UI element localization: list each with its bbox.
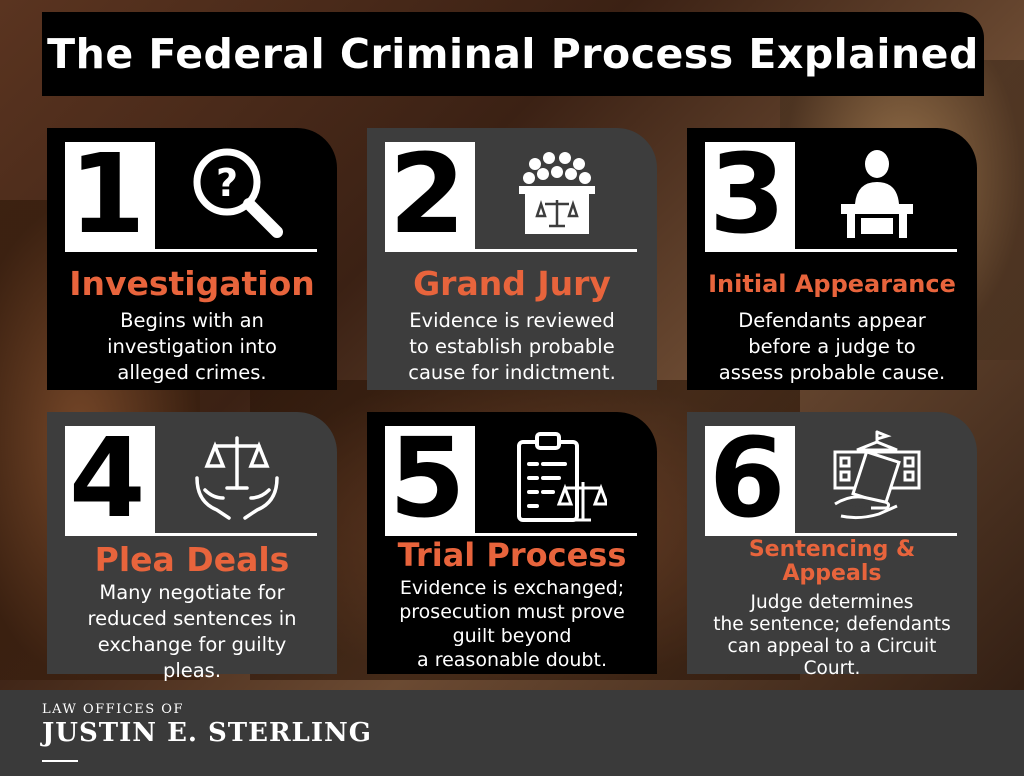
step-divider bbox=[385, 533, 637, 536]
appeal-documents-icon bbox=[833, 430, 921, 520]
step-card-4: 4 Plea Deals Many negotiate for reduced … bbox=[47, 412, 337, 682]
desc-line: guilt beyond bbox=[452, 625, 572, 647]
magnifier-question-icon: ? bbox=[193, 148, 283, 238]
step-number: 1 bbox=[69, 130, 146, 258]
desc-line: a reasonable doubt. bbox=[417, 649, 607, 671]
desc-line: Begins with an bbox=[120, 309, 264, 332]
step-number-box bbox=[65, 426, 155, 534]
desc-line: pleas. bbox=[162, 659, 222, 682]
footer: LAW OFFICES OF JUSTIN E. STERLING bbox=[0, 690, 1024, 776]
step-divider bbox=[65, 533, 317, 536]
desc-line: investigation into bbox=[107, 335, 277, 358]
step-card-2: 2 Grand Jury Evidence is reviewed to est… bbox=[367, 128, 657, 390]
desc-line: Many negotiate for bbox=[99, 581, 285, 604]
step-description: Evidence is reviewed to establish probab… bbox=[373, 308, 651, 386]
firm-underline bbox=[42, 760, 78, 762]
step-divider bbox=[65, 249, 317, 252]
step-number: 2 bbox=[389, 130, 466, 258]
step-description: Many negotiate for reduced sentences in … bbox=[53, 580, 331, 684]
desc-line: before a judge to bbox=[748, 335, 916, 358]
step-divider bbox=[385, 249, 637, 252]
step-card-1: 1 ? Investigation Begins with an investi… bbox=[47, 128, 337, 390]
step-title: Grand Jury bbox=[413, 264, 611, 303]
step-number-box bbox=[385, 426, 475, 534]
step-number: 4 bbox=[69, 414, 146, 542]
desc-line: can appeal to a Circuit bbox=[727, 636, 937, 657]
step-number: 6 bbox=[709, 414, 786, 542]
desc-line: cause for indictment. bbox=[408, 361, 616, 384]
desc-line: assess probable cause. bbox=[718, 361, 946, 384]
scales-in-hands-icon bbox=[195, 436, 279, 520]
step-card-5: 5 Trial Process Evidence is exchanged; p… bbox=[367, 412, 657, 674]
step-title: Trial Process bbox=[397, 536, 627, 574]
step-title: Investigation bbox=[69, 264, 315, 303]
step-title: Sentencing & Appeals bbox=[748, 537, 916, 586]
page-title: The Federal Criminal Process Explained bbox=[47, 30, 979, 78]
desc-line: alleged crimes. bbox=[117, 361, 267, 384]
desc-line: Court. bbox=[803, 658, 861, 679]
step-description: Evidence is exchanged; prosecution must … bbox=[373, 576, 651, 672]
title-banner: The Federal Criminal Process Explained bbox=[42, 12, 984, 96]
desc-line: to establish probable bbox=[409, 335, 615, 358]
step-number: 5 bbox=[389, 414, 466, 542]
step-divider bbox=[705, 249, 957, 252]
svg-text:?: ? bbox=[216, 161, 238, 205]
desc-line: Judge determines bbox=[750, 592, 914, 613]
desc-line: the sentence; defendants bbox=[713, 614, 951, 635]
step-number-box bbox=[385, 142, 475, 250]
desc-line: Defendants appear bbox=[738, 309, 926, 332]
desc-line: Evidence is exchanged; bbox=[399, 577, 625, 599]
defendant-at-desk-icon bbox=[841, 150, 913, 238]
firm-prefix: LAW OFFICES OF bbox=[42, 702, 184, 717]
step-number-box bbox=[705, 426, 795, 534]
step-number-box bbox=[705, 142, 795, 250]
step-description: Judge determines the sentence; defendant… bbox=[693, 592, 971, 680]
step-description: Defendants appear before a judge to asse… bbox=[693, 308, 971, 386]
step-description: Begins with an investigation into allege… bbox=[53, 308, 331, 386]
desc-line: prosecution must prove bbox=[399, 601, 625, 623]
desc-line: exchange for guilty bbox=[97, 633, 287, 656]
desc-line: Evidence is reviewed bbox=[409, 309, 615, 332]
step-card-6: 6 Sentencing & Appeals Judge determines … bbox=[687, 412, 977, 679]
step-number: 3 bbox=[709, 130, 786, 258]
desc-line: reduced sentences in bbox=[87, 607, 297, 630]
step-title: Initial Appearance bbox=[708, 270, 956, 298]
step-title: Plea Deals bbox=[94, 540, 290, 579]
firm-name: JUSTIN E. STERLING bbox=[42, 718, 372, 748]
step-card-3: 3 Initial Appearance Defendants appear b… bbox=[687, 128, 977, 390]
step-number-box bbox=[65, 142, 155, 250]
step-divider bbox=[705, 533, 957, 536]
jury-box-icon bbox=[519, 152, 595, 234]
clipboard-scales-icon bbox=[517, 432, 607, 522]
